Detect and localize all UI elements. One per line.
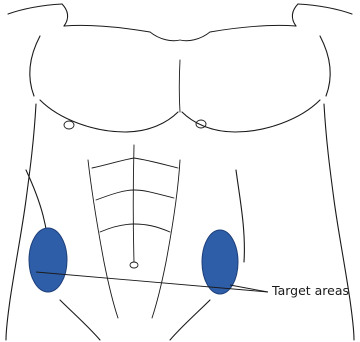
left-nipple — [64, 121, 74, 129]
right-shoulder-line — [298, 4, 352, 14]
abs-right-edge — [152, 160, 180, 318]
abs-row-2 — [96, 190, 174, 200]
right-deltoid — [320, 36, 330, 96]
right-pectoral — [182, 100, 320, 132]
navel — [130, 262, 138, 268]
pointer-line-right — [230, 285, 268, 292]
sternum-notch — [150, 32, 210, 41]
abs-row-3 — [100, 224, 170, 232]
right-neck-line — [292, 4, 298, 26]
left-inguinal-line — [60, 300, 100, 340]
right-torso-side — [324, 104, 354, 340]
abs-row-1 — [92, 158, 178, 168]
left-deltoid — [30, 36, 40, 96]
left-pectoral — [40, 100, 178, 132]
abs-center-line — [133, 145, 134, 262]
right-inguinal-line — [170, 300, 210, 340]
target-areas-label: Target areas — [272, 283, 349, 298]
left-torso-side — [6, 104, 36, 340]
right-clavicle — [210, 25, 296, 32]
abs-left-edge — [88, 160, 118, 318]
left-clavicle — [64, 25, 150, 32]
right-rib-curve — [236, 170, 244, 262]
center-chest-line — [179, 60, 180, 112]
left-shoulder-line — [8, 4, 62, 14]
target-area-left — [29, 228, 67, 292]
target-area-right — [202, 230, 238, 294]
left-neck-line — [62, 4, 68, 26]
right-nipple — [196, 120, 206, 128]
